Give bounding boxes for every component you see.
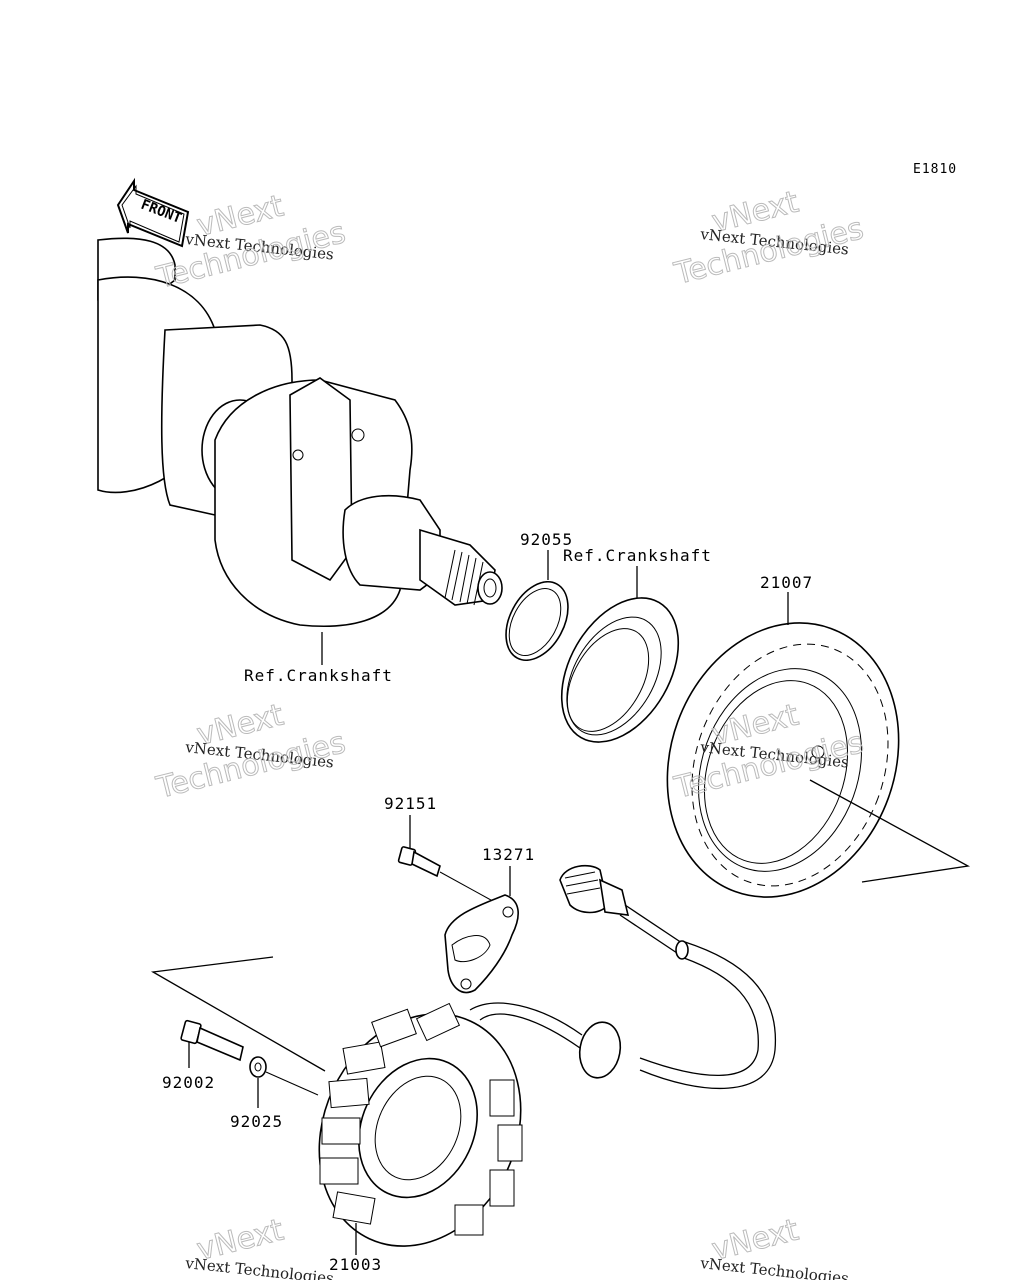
stator-21003 [318,1002,523,1255]
watermark: vNext Technologies vNext Technologies [152,697,349,806]
watermark: vNext Technologies vNext [699,1212,850,1280]
bolt-92002 [180,1019,244,1068]
watermark: vNext Technologies vNext Technologies [670,184,867,292]
label-92151: 92151 [384,794,437,813]
front-arrow-icon: FRONT [116,177,190,248]
label-92025: 92025 [230,1112,283,1131]
reference-line [150,956,326,1072]
oil-seal [560,566,680,743]
label-92055: 92055 [520,530,573,549]
watermark: vNext Technologies vNext [184,1212,335,1280]
crankshaft-drawing [97,237,503,665]
o-ring-92055 [505,550,569,661]
plate-13271 [444,866,519,994]
diagram-code: E1810 [913,162,957,177]
label-ref-crankshaft: Ref.Crankshaft [244,666,393,685]
label-21007: 21007 [760,573,813,592]
label-21003: 21003 [329,1255,382,1274]
washer-92025 [249,1056,319,1108]
wire-harness [469,864,777,1090]
bolt-92151 [397,815,501,906]
label-92002: 92002 [162,1073,215,1092]
label-13271: 13271 [482,845,535,864]
label-ref-crankshaft-seal: Ref.Crankshaft [563,546,712,565]
rotor-21007 [666,592,971,898]
